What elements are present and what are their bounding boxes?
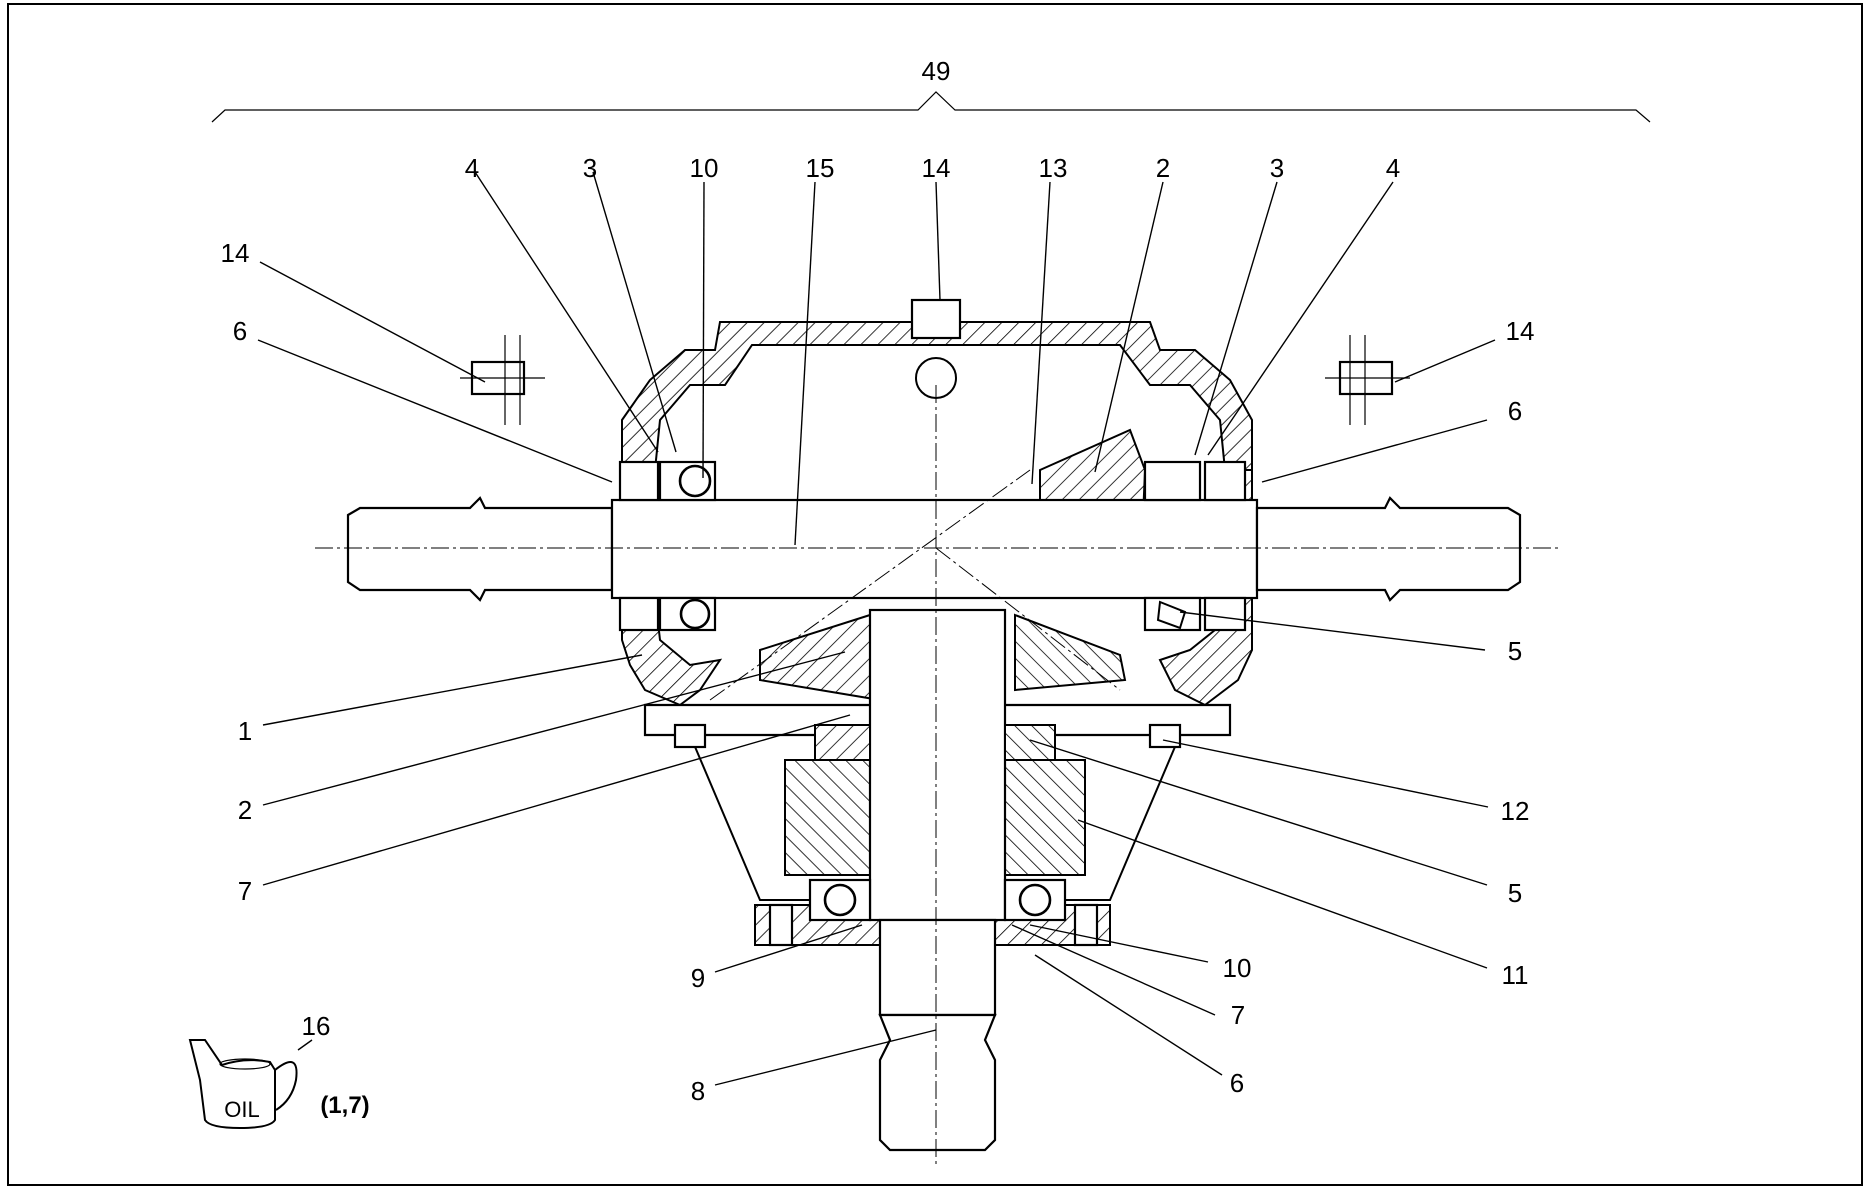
callout-1: 1 [238,716,252,746]
oil-label: OIL [224,1097,259,1122]
callout-14: 14 [922,153,951,183]
flange-bolts [673,723,1182,947]
oil-can-icon: OIL (1,7) [188,1039,370,1130]
callout-15: 15 [806,153,835,183]
side-plug-left [460,335,545,425]
callout-3: 3 [583,153,597,183]
callout-7: 7 [238,876,252,906]
callout-16: 16 [302,1011,331,1041]
callout-5: 5 [1508,636,1522,666]
callout-2: 2 [1156,153,1170,183]
input-shaft [315,496,1560,602]
callout-12: 12 [1501,796,1530,826]
callout-8: 8 [691,1076,705,1106]
callout-6: 6 [233,316,247,346]
callout-4: 4 [465,153,479,183]
callout-13: 13 [1039,153,1068,183]
callout-14: 14 [221,238,250,268]
callout-14: 14 [1506,316,1535,346]
callout-5: 5 [1508,878,1522,908]
callout-2: 2 [238,795,252,825]
bearings-vertical [808,724,1067,922]
page-border [7,3,1863,1186]
side-plug-right [1325,335,1410,425]
callout-11: 11 [1502,960,1529,990]
callout-labels: 4 3 10 15 14 13 2 3 4 14 6 14 6 5 1 2 7 … [221,153,1535,1106]
callout-10: 10 [1223,953,1252,983]
callout-6: 6 [1230,1068,1244,1098]
top-plug [910,298,962,399]
assembly-number: 49 [922,56,951,86]
oil-parts-note: (1,7) [320,1092,369,1119]
callout-3: 3 [1270,153,1284,183]
callout-6: 6 [1508,396,1522,426]
callout-4: 4 [1386,153,1400,183]
assembly-brace: 49 [211,56,1651,123]
callout-10: 10 [690,153,719,183]
callout-7: 7 [1231,1000,1245,1030]
leader-lines [257,171,1496,1086]
bearings-horizontal [618,460,1247,632]
output-shaft [868,385,1007,1165]
callout-9: 9 [691,963,705,993]
